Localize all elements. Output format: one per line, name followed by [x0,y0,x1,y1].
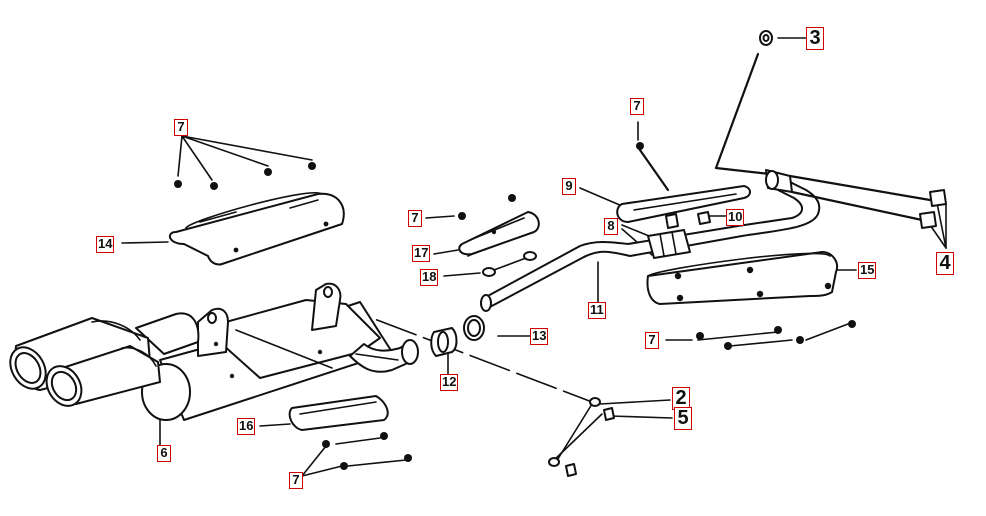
callout-3: 3 [806,27,824,50]
callout-6: 6 [157,445,171,462]
heat-shield-16 [288,395,412,470]
callout-7-middle: 7 [408,210,422,227]
callout-10: 10 [726,209,745,226]
callout-5: 5 [674,407,692,430]
callout-14: 14 [96,236,115,253]
muffler-6 [135,282,419,421]
callout-13: 13 [530,328,549,345]
heat-shield-17 [458,194,540,277]
heat-shield-9 [616,142,751,223]
callout-11: 11 [588,302,606,319]
callout-7-bottom: 7 [289,472,303,489]
callout-15: 15 [858,262,877,279]
heat-shield-14 [168,162,345,266]
callout-7-right: 7 [645,332,659,349]
tailpipes [9,317,161,407]
callout-7-top-left: 7 [174,119,188,136]
header-pipe-11 [480,169,947,312]
callout-18: 18 [420,269,439,286]
washer-2-bolt-5 [548,397,615,477]
gasket-3 [714,30,773,176]
callout-16: 16 [237,418,256,435]
gaskets-12-13 [430,315,485,357]
heat-shield-15 [646,251,856,350]
leader-lines [121,37,947,477]
callout-4: 4 [936,252,954,275]
callout-9: 9 [562,178,576,195]
callout-7-top-right: 7 [630,98,644,115]
callout-8: 8 [604,218,618,235]
callout-12: 12 [440,374,459,391]
callout-17: 17 [412,245,431,262]
